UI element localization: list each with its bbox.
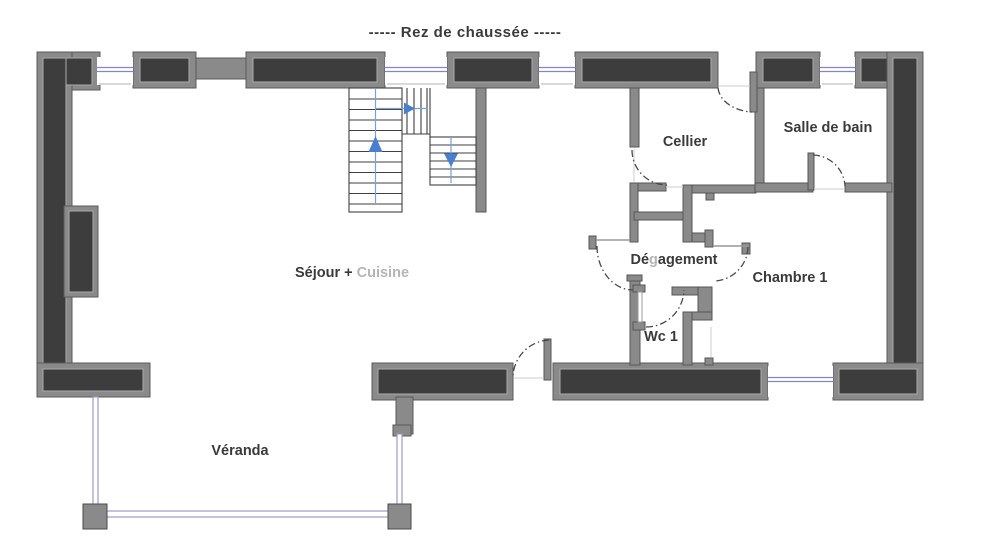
room-labels: ----- Rez de chaussée ----- Cellier Sall… — [211, 24, 872, 459]
room-label-veranda: Véranda — [211, 443, 269, 459]
interior-walls — [475, 87, 893, 366]
cellier-left-wall — [629, 87, 640, 148]
door-arc-entrance — [717, 87, 753, 113]
wc-door-leaf — [637, 291, 643, 323]
room-label-salle-de-bain: Salle de bain — [784, 120, 873, 136]
window-2 — [385, 57, 447, 85]
door-arc-chambre — [713, 246, 749, 282]
stairs-down-arrow-icon — [444, 153, 458, 167]
window-4 — [820, 57, 855, 85]
stairs — [348, 87, 477, 213]
windows — [97, 57, 855, 397]
thresholds — [514, 85, 845, 379]
veranda-walls — [82, 396, 412, 530]
door-arc-wc — [645, 289, 685, 328]
window-1 — [97, 57, 133, 85]
room-label-wc1: Wc 1 — [644, 329, 678, 345]
door-arc-cellier — [631, 149, 668, 186]
room-label-sejour-cuisine: Séjour + Cuisine — [295, 265, 409, 281]
window-3 — [539, 57, 575, 85]
room-label-cellier: Cellier — [663, 134, 708, 150]
room-label-degagement: Dégagement — [630, 252, 717, 268]
stairs-turn-arrow-icon — [404, 102, 415, 115]
bath-south-wall — [754, 182, 814, 193]
back-door-leaf — [543, 338, 552, 381]
veranda-post-left — [82, 503, 108, 530]
room-label-chambre1: Chambre 1 — [753, 270, 828, 286]
door-arc-backdoor — [512, 339, 550, 377]
stair-wall — [475, 87, 487, 213]
door-arcs — [512, 87, 846, 377]
plan-title: ----- Rez de chaussée ----- — [369, 24, 562, 41]
door-leaves — [543, 71, 758, 381]
veranda-post-right — [387, 503, 412, 530]
stairs-up-arrow-icon — [368, 136, 383, 152]
entrance-door-leaf — [749, 71, 758, 113]
exterior-walls — [36, 51, 924, 437]
wall-connector — [195, 57, 248, 80]
door-arc-degagement — [596, 245, 634, 291]
door-arc-bathroom — [812, 154, 846, 187]
window-5 — [768, 366, 833, 397]
bath-door-leaf — [807, 152, 815, 191]
